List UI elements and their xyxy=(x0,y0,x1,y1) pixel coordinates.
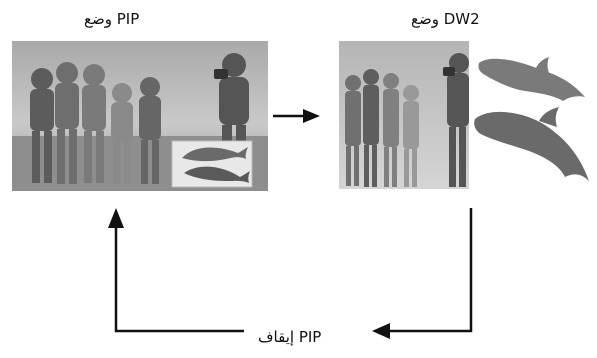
pip-mode-screen xyxy=(12,41,268,191)
arrow-pip-to-dw2 xyxy=(273,109,320,123)
dw2-mode-screen xyxy=(339,41,593,189)
pip-off-label: إيقاف PIP xyxy=(258,328,322,346)
dw2-mode-label: وضع DW2 xyxy=(411,10,480,28)
pip-mode-label: وضع PIP xyxy=(84,10,140,28)
arrow-pip-off-to-pip xyxy=(108,208,244,333)
arrow-dw2-to-pip-off xyxy=(372,208,473,339)
